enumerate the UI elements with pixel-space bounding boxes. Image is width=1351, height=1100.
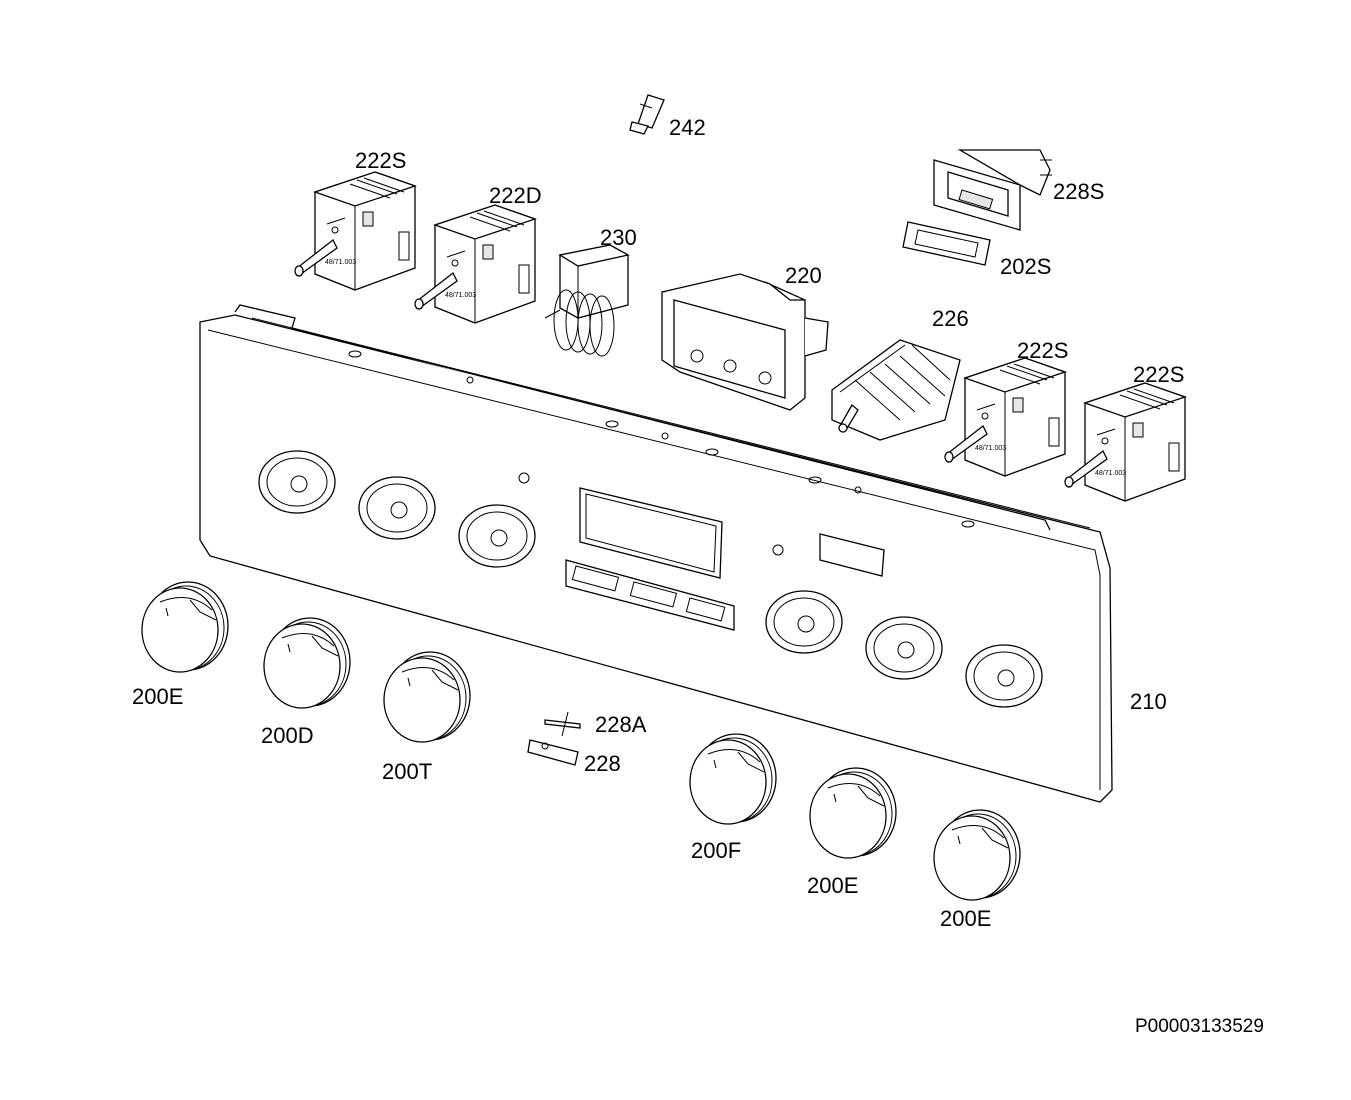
part-202S-display-lens <box>902 221 991 266</box>
label-222S-right-1: 222S <box>1017 338 1069 363</box>
label-200E-left: 200E <box>132 684 184 709</box>
label-200F: 200F <box>691 838 742 863</box>
part-242-clip <box>629 94 665 135</box>
label-230: 230 <box>600 225 637 250</box>
part-228A-pin <box>544 711 581 737</box>
label-200E-right: 200E <box>940 906 992 931</box>
label-200T: 200T <box>382 759 433 784</box>
part-210-control-panel <box>199 304 1113 803</box>
part-220-display-housing <box>661 273 829 411</box>
part-230-thermostat <box>544 244 630 357</box>
document-id: P00003133529 <box>1135 1016 1264 1037</box>
part-222S-switch-right-1 <box>944 357 1066 477</box>
label-226: 226 <box>932 306 969 331</box>
part-200E-knob-left <box>141 581 229 673</box>
label-222S-right-2: 222S <box>1133 362 1185 387</box>
part-222S-switch-top-left <box>294 171 416 291</box>
part-200D-knob <box>263 617 351 709</box>
label-242: 242 <box>669 115 706 140</box>
label-202S: 202S <box>1000 254 1052 279</box>
label-210: 210 <box>1130 689 1167 714</box>
label-222S-top-left: 222S <box>355 148 407 173</box>
part-200T-knob <box>383 651 471 743</box>
label-200E-middle: 200E <box>807 873 859 898</box>
part-222D-switch <box>414 204 536 324</box>
label-228A: 228A <box>595 712 647 737</box>
part-226-selector-switch <box>831 339 961 441</box>
label-220: 220 <box>785 263 822 288</box>
label-228S: 228S <box>1053 179 1105 204</box>
label-228: 228 <box>584 751 621 776</box>
part-228-clip <box>527 739 579 766</box>
part-200E-knob-middle <box>809 767 897 859</box>
part-200E-knob-right <box>933 809 1021 901</box>
part-228S-display-module <box>933 149 1052 231</box>
label-200D: 200D <box>261 723 314 748</box>
label-222D: 222D <box>489 183 542 208</box>
part-200F-knob <box>689 733 777 825</box>
part-222S-switch-right-2 <box>1064 382 1186 502</box>
